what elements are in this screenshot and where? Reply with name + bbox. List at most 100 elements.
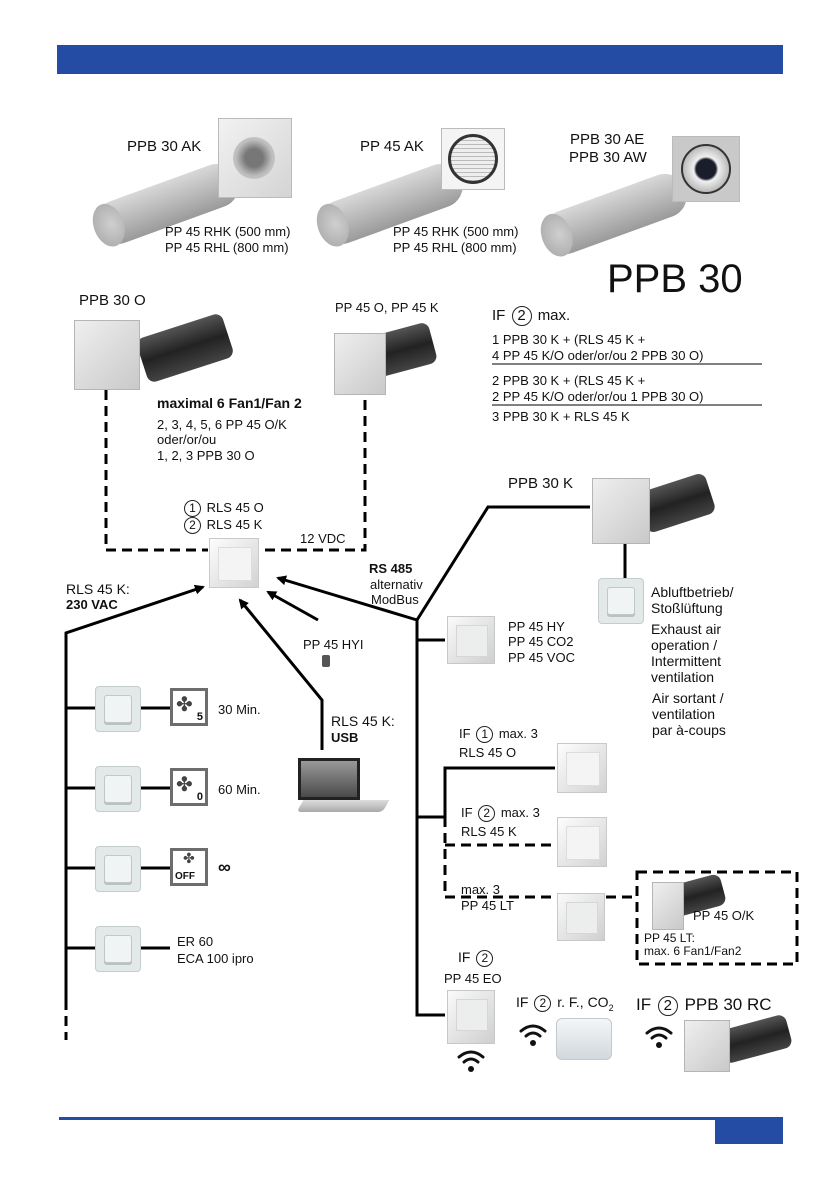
interface-2-icon: 2 <box>476 950 494 967</box>
ppb30o-tube-image <box>135 312 235 384</box>
switch-3-label: ∞ <box>218 857 231 877</box>
interface-1-icon: 1 <box>184 500 201 518</box>
usb-line <box>238 598 324 750</box>
ppb30ae-grille-image <box>672 136 740 202</box>
hyi-label: PP 45 HYI <box>303 637 364 652</box>
fan-badge: 0 <box>196 791 203 803</box>
eo-heading: IF 2 <box>458 950 495 967</box>
laptop-image <box>294 758 390 812</box>
interface-2-icon: 2 <box>511 306 532 327</box>
ppb30k-label: PPB 30 K <box>508 475 574 492</box>
if-prefix: IF <box>458 949 471 966</box>
switch-text-en-1: Exhaust air <box>651 621 722 637</box>
rls45k-controller-image[interactable] <box>557 817 607 867</box>
pp45ak-label: PP 45 AK <box>360 138 424 155</box>
exhaust-switch[interactable] <box>598 578 644 624</box>
usb-value: USB <box>331 730 359 745</box>
if-prefix: IF <box>636 995 652 1014</box>
rls45-controller-image[interactable] <box>209 538 259 588</box>
max-label: max. 3 <box>500 805 540 820</box>
if-prefix: IF <box>516 994 529 1011</box>
ppb30rc-label: PPB 30 RC <box>684 995 772 1014</box>
switch-text-en-3: Intermittent <box>651 653 722 669</box>
switch-text-fr-1: Air sortant / <box>652 690 724 706</box>
sensor-device-image <box>447 616 495 664</box>
fan-badge: 5 <box>196 711 203 723</box>
max-label: max. <box>537 307 571 324</box>
switch-2-label: 60 Min. <box>218 782 261 797</box>
wireless-sensor-image <box>556 1018 612 1060</box>
switch-text-en-2: operation / <box>651 637 718 653</box>
rf-co2-label: r. F., CO <box>557 994 609 1011</box>
if-prefix: IF <box>461 805 473 820</box>
rls45o-controller-image[interactable] <box>557 743 607 793</box>
fan-0-icon: ✤ 0 <box>170 768 208 806</box>
ppb30ak-grille-image <box>218 118 292 198</box>
maximal-line-2: oder/or/ou <box>157 432 217 447</box>
pp45eo-image <box>447 990 495 1044</box>
if2-option-2a: 2 PPB 30 K + (RLS 45 K + <box>492 373 646 388</box>
pp45ok-small-image <box>652 882 684 930</box>
interface-2-icon: 2 <box>478 805 496 823</box>
if2-heading: IF 2 max. 3 <box>461 805 540 823</box>
pp45lt-image <box>557 893 605 941</box>
sensor-line-3: PP 45 VOC <box>508 650 575 665</box>
pp45ok-label: PP 45 O, PP 45 K <box>335 300 439 315</box>
switch-text-en-4: ventilation <box>651 669 715 685</box>
footer-line <box>59 1117 783 1120</box>
sensor-line-1: PP 45 HY <box>508 619 565 634</box>
switch-3[interactable] <box>95 846 141 892</box>
pp45ak-grille-image <box>441 128 505 190</box>
if-prefix: IF <box>459 726 471 741</box>
interface-2-icon: 2 <box>657 995 678 1016</box>
if2-max-heading: IF 2 max. <box>492 306 571 327</box>
ppb30k-image <box>592 478 650 544</box>
ppb30rc-image <box>684 1020 730 1072</box>
wifi-icon <box>645 1026 673 1048</box>
if2-device: RLS 45 K <box>461 824 517 839</box>
rs485-line-2: ModBus <box>371 592 419 607</box>
lt-box-line-2: max. 6 Fan1/Fan2 <box>644 944 742 958</box>
switch-text-de-1: Abluftbetrieb/ <box>651 584 734 600</box>
hyi-line <box>266 590 319 622</box>
page-number-box <box>715 1117 783 1144</box>
switch-text-fr-3: par à-coups <box>652 722 726 738</box>
ppb30aw-label: PPB 30 AW <box>569 149 647 166</box>
fan-5-icon: ✤ 5 <box>170 688 208 726</box>
power-label: RLS 45 K: <box>66 581 130 597</box>
switch-text-fr-2: ventilation <box>652 706 716 722</box>
rs485-title: RS 485 <box>369 561 413 576</box>
pp45ak-pipe-1: PP 45 RHK (500 mm) <box>393 224 519 239</box>
switch-1[interactable] <box>95 686 141 732</box>
sensor-wireless-heading: IF 2 r. F., CO2 <box>516 995 614 1016</box>
maximal-line-1: 2, 3, 4, 5, 6 PP 45 O/K <box>157 417 287 432</box>
switch-1-label: 30 Min. <box>218 702 261 717</box>
switch-2[interactable] <box>95 766 141 812</box>
maximal-title: maximal 6 Fan1/Fan 2 <box>157 395 302 411</box>
switch-text-de-2: Stoßlüftung <box>651 600 723 616</box>
hyi-sensor-image <box>322 655 330 667</box>
usb-label: RLS 45 K: <box>331 713 395 729</box>
pp45ok-image <box>334 333 386 395</box>
if2-option-1b: 4 PP 45 K/O oder/or/ou 2 PPB 30 O) <box>492 348 704 363</box>
controller-line-2: 2 RLS 45 K <box>182 517 263 535</box>
sensor-line-2: PP 45 CO2 <box>508 634 574 649</box>
ppb30ak-pipe-2: PP 45 RHL (800 mm) <box>165 240 289 255</box>
power-value: 230 VAC <box>66 597 118 612</box>
lt-box-device: PP 45 O/K <box>693 908 755 923</box>
rls45k-label: RLS 45 K <box>206 517 263 532</box>
ppb30ae-label: PPB 30 AE <box>570 131 645 148</box>
switch-4[interactable] <box>95 926 141 972</box>
if2-option-3: 3 PPB 30 K + RLS 45 K <box>492 409 630 424</box>
if2-option-1a: 1 PPB 30 K + (RLS 45 K + <box>492 332 646 347</box>
ppb30ak-pipe-1: PP 45 RHK (500 mm) <box>165 224 291 239</box>
ppb30ak-label: PPB 30 AK <box>127 138 202 155</box>
controller-line-1: 1 RLS 45 O <box>182 500 264 518</box>
wifi-icon <box>457 1050 485 1072</box>
interface-2-icon: 2 <box>184 517 201 535</box>
rs485-line-1: alternativ <box>370 577 423 592</box>
eo-label: PP 45 EO <box>444 971 502 986</box>
pipe-image <box>536 167 694 261</box>
if1-heading: IF 1 max. 3 <box>459 726 538 744</box>
interface-1-icon: 1 <box>476 726 494 744</box>
